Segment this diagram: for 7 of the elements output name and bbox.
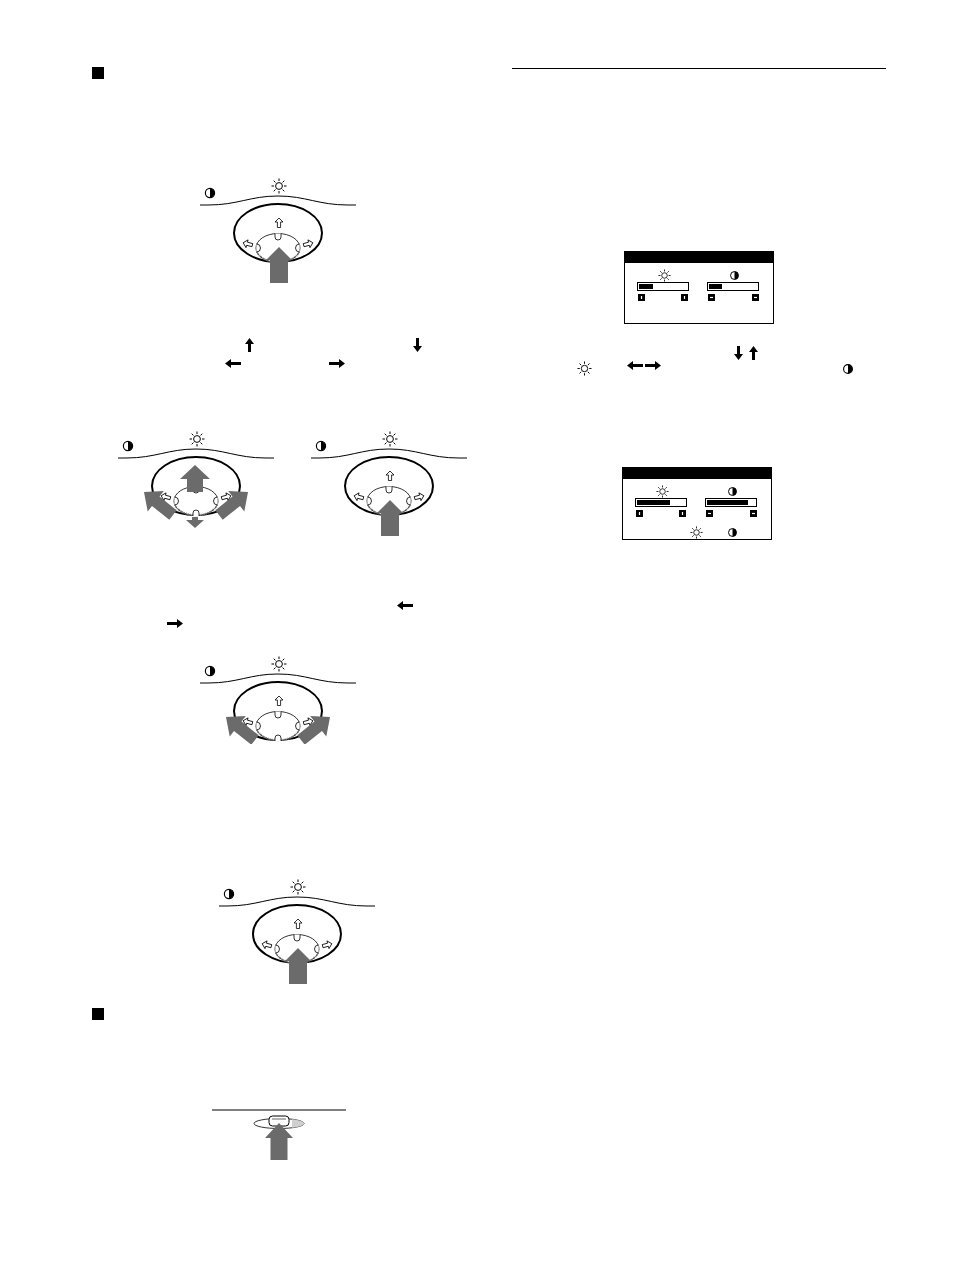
control-button-drawing [219,879,375,985]
menu-window [622,467,772,540]
menu-window [624,251,774,324]
control-button-drawing [200,178,356,284]
control-button-drawing [118,431,274,530]
control-button-drawing [311,431,467,537]
control-button-drawing [200,656,356,744]
